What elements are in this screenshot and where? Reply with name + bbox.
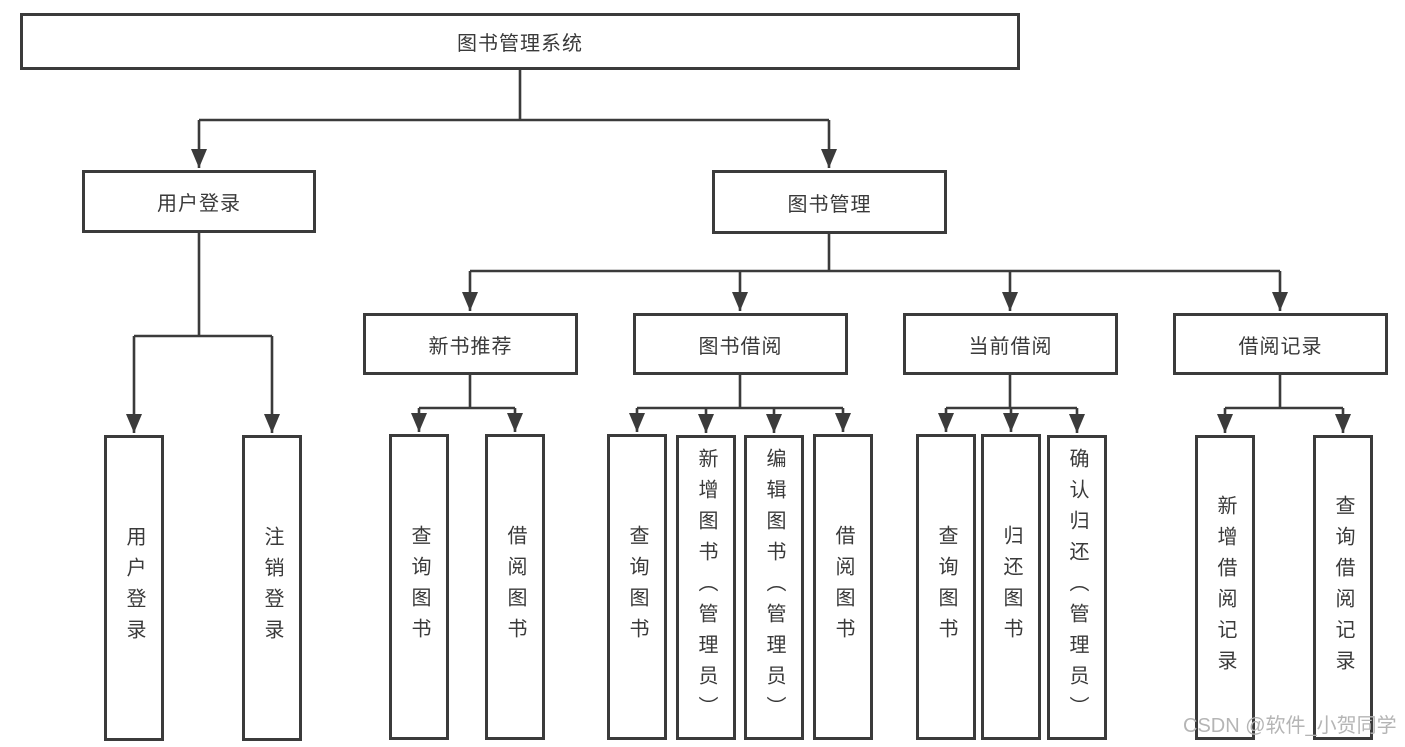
leaf-currentborrow-return: 归还图书 [981, 434, 1041, 740]
leaf-logout: 注销登录 [242, 435, 302, 741]
leaf-bookborrow-borrow-label: 借阅图书 [832, 525, 854, 649]
leaf-currentborrow-confirm-label: 确认归还（管理员） [1066, 448, 1088, 727]
leaf-currentborrow-confirm: 确认归还（管理员） [1047, 435, 1107, 740]
leaf-currentborrow-return-label: 归还图书 [1000, 525, 1022, 649]
leaf-bookborrow-search: 查询图书 [607, 434, 667, 740]
leaf-bookborrow-edit: 编辑图书（管理员） [744, 435, 804, 740]
watermark: CSDN @软件_小贺同学 [1183, 715, 1397, 737]
leaf-newbook-borrow: 借阅图书 [485, 434, 545, 740]
node-current-borrow: 当前借阅 [903, 313, 1118, 375]
leaf-newbook-search-label: 查询图书 [408, 525, 430, 649]
leaf-bookborrow-search-label: 查询图书 [626, 525, 648, 649]
node-user-login: 用户登录 [82, 170, 316, 233]
leaf-logout-label: 注销登录 [261, 526, 283, 650]
leaf-user-login-label: 用户登录 [123, 526, 145, 650]
node-book-management: 图书管理 [712, 170, 947, 234]
leaf-currentborrow-search-label: 查询图书 [935, 525, 957, 649]
node-root: 图书管理系统 [20, 13, 1020, 70]
leaf-newbook-search: 查询图书 [389, 434, 449, 740]
node-new-book-recommend-label: 新书推荐 [428, 335, 513, 358]
leaf-newbook-borrow-label: 借阅图书 [504, 525, 526, 649]
leaf-user-login: 用户登录 [104, 435, 164, 741]
node-book-borrow: 图书借阅 [633, 313, 848, 375]
node-borrow-record: 借阅记录 [1173, 313, 1388, 375]
leaf-bookborrow-add-label: 新增图书（管理员） [695, 448, 717, 727]
node-current-borrow-label: 当前借阅 [968, 335, 1053, 358]
node-new-book-recommend: 新书推荐 [363, 313, 578, 375]
node-book-borrow-label: 图书借阅 [698, 335, 783, 358]
leaf-bookborrow-edit-label: 编辑图书（管理员） [763, 448, 785, 727]
node-root-label: 图书管理系统 [457, 33, 583, 55]
leaf-borrowrecord-add-label: 新增借阅记录 [1214, 494, 1236, 681]
leaf-currentborrow-search: 查询图书 [916, 434, 976, 740]
node-book-management-label: 图书管理 [787, 193, 872, 216]
leaf-bookborrow-add: 新增图书（管理员） [676, 435, 736, 740]
leaf-borrowrecord-add: 新增借阅记录 [1195, 435, 1255, 740]
node-user-login-label: 用户登录 [157, 193, 241, 215]
node-borrow-record-label: 借阅记录 [1238, 335, 1323, 358]
leaf-bookborrow-borrow: 借阅图书 [813, 434, 873, 740]
leaf-borrowrecord-search: 查询借阅记录 [1313, 435, 1373, 740]
leaf-borrowrecord-search-label: 查询借阅记录 [1332, 494, 1354, 681]
